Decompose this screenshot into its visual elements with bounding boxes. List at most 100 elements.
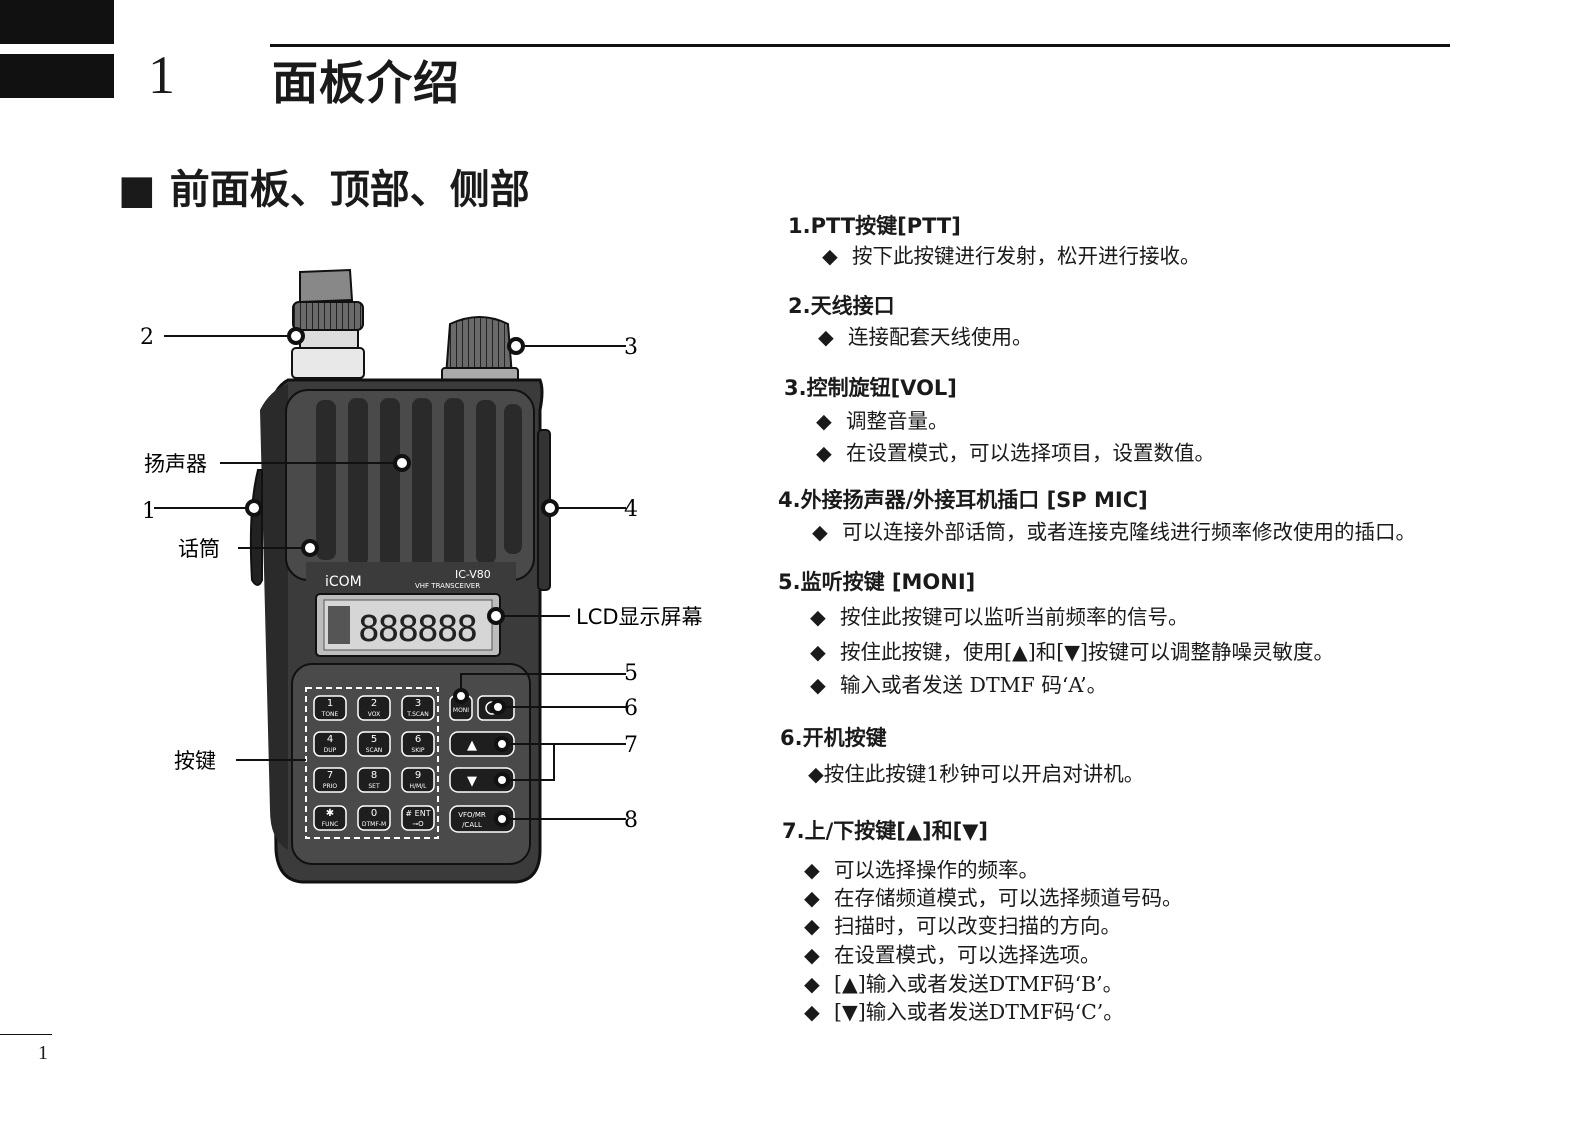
chapter-tab-bottom <box>0 54 114 98</box>
item-2-bullet-1: ◆连接配套天线使用。 <box>818 325 1033 349</box>
page-number: 1 <box>38 1042 48 1064</box>
callout-keypad: 按键 <box>174 749 216 773</box>
item-2-title: 2.天线接口 <box>788 294 895 318</box>
diamond-bullet-icon: ◆ <box>804 943 820 967</box>
diamond-bullet-icon: ◆ <box>804 972 820 996</box>
diamond-bullet-icon: ◆ <box>804 858 820 882</box>
callout-lcd: LCD显示屏幕 <box>576 605 703 629</box>
svg-text:SKIP: SKIP <box>411 747 425 754</box>
svg-text:VFO/MR: VFO/MR <box>458 811 486 819</box>
callout-speaker: 扬声器 <box>144 452 207 476</box>
callout-mic: 话筒 <box>178 537 220 561</box>
diamond-bullet-icon: ◆ <box>810 673 826 697</box>
item-5-bullet-3: ◆输入或者发送 DTMF 码‘A’。 <box>810 673 1108 697</box>
diamond-bullet-icon: ◆ <box>816 441 832 465</box>
model-subtitle: VHF TRANSCEIVER <box>415 582 480 590</box>
leader-lines <box>154 327 626 827</box>
footer-rule <box>0 1034 52 1035</box>
moni-key: MONI <box>449 695 473 721</box>
brand-logo: iCOM <box>325 574 362 590</box>
svg-text:9: 9 <box>415 770 421 781</box>
diamond-bullet-icon: ◆ <box>822 244 838 268</box>
diamond-bullet-icon: ◆ <box>810 605 826 629</box>
item-5-bullet-2: ◆按住此按键，使用[▲]和[▼]按键可以调整静噪灵敏度。 <box>810 640 1335 664</box>
radio-figure: iCOM IC-V80 VHF TRANSCEIVER 888888 1TONE… <box>140 268 703 884</box>
item-7-bullet-6: ◆[▼]输入或者发送DTMF码‘C’。 <box>804 1000 1124 1024</box>
svg-text:VOX: VOX <box>368 711 380 718</box>
diamond-bullet-icon: ◆ <box>810 640 826 664</box>
svg-text:PRIO: PRIO <box>323 783 338 790</box>
svg-text:SET: SET <box>368 783 380 790</box>
item-6-bullet-1: ◆按住此按键1秒钟可以开启对讲机。 <box>808 762 1145 786</box>
diamond-bullet-icon: ◆ <box>812 520 828 544</box>
item-7-bullet-3: ◆扫描时，可以改变扫描的方向。 <box>804 914 1121 938</box>
model-label: IC-V80 <box>455 568 491 581</box>
item-5-title: 5.监听按键 [MONI] <box>778 570 976 594</box>
svg-text:MONI: MONI <box>453 707 469 714</box>
diamond-bullet-icon: ◆ <box>818 325 834 349</box>
diamond-bullet-icon: ◆ <box>804 914 820 938</box>
item-7-bullet-2: ◆在存储频道模式，可以选择频道号码。 <box>804 886 1183 910</box>
svg-text:▲: ▲ <box>467 738 477 753</box>
callout-8: 8 <box>624 808 638 833</box>
svg-text:DUP: DUP <box>324 747 337 754</box>
item-5-bullet-1: ◆按住此按键可以监听当前频率的信号。 <box>810 605 1189 629</box>
chapter-tab-top <box>0 0 114 44</box>
item-4-title: 4.外接扬声器/外接耳机插口 [SP MIC] <box>778 488 1148 512</box>
chapter-title: 面板介绍 <box>272 56 460 110</box>
callout-6: 6 <box>624 696 638 721</box>
svg-text:3: 3 <box>415 698 421 709</box>
item-3-bullet-1: ◆调整音量。 <box>816 409 949 433</box>
diamond-bullet-icon: ◆ <box>804 1000 820 1024</box>
item-6-title: 6.开机按键 <box>780 726 887 750</box>
item-7-title: 7.上/下按键[▲]和[▼] <box>782 819 988 843</box>
svg-text:6: 6 <box>415 734 421 745</box>
svg-text:⊸O: ⊸O <box>412 820 424 828</box>
svg-text:888888: 888888 <box>358 609 476 650</box>
item-7-bullet-1: ◆可以选择操作的频率。 <box>804 858 1039 882</box>
svg-text:# ENT: # ENT <box>405 809 430 818</box>
svg-text:DTMF-M: DTMF-M <box>362 821 386 828</box>
svg-text:T.SCAN: T.SCAN <box>406 711 428 718</box>
item-1-bullet-1: ◆按下此按键进行发射，松开进行接收。 <box>822 244 1201 268</box>
callout-1: 1 <box>142 499 156 524</box>
svg-text:/CALL: /CALL <box>462 821 482 829</box>
key-3: 3T.SCAN <box>401 695 435 721</box>
diamond-bullet-icon: ◆ <box>804 886 820 910</box>
item-4-bullet-1: ◆可以连接外部话筒，或者连接克隆线进行频率修改使用的插口。 <box>812 520 1416 544</box>
volume-knob <box>441 316 519 385</box>
diamond-bullet-icon: ◆ <box>808 762 824 786</box>
svg-text:8: 8 <box>371 770 377 781</box>
svg-text:2: 2 <box>371 698 377 709</box>
callout-3: 3 <box>624 335 638 360</box>
svg-text:TONE: TONE <box>321 711 339 718</box>
key-9: 9H/M/L <box>401 767 435 793</box>
callout-5: 5 <box>624 661 638 686</box>
svg-text:FUNC: FUNC <box>322 821 339 828</box>
section-title: ■ 前面板、顶部、侧部 <box>118 167 530 213</box>
chapter-number: 1 <box>148 45 175 105</box>
key-star: ✱FUNC <box>313 805 347 831</box>
callout-4: 4 <box>624 497 638 522</box>
svg-text:5: 5 <box>371 734 377 745</box>
item-1-title: 1.PTT按键[PTT] <box>788 214 961 238</box>
item-3-bullet-2: ◆在设置模式，可以选择项目，设置数值。 <box>816 441 1215 465</box>
key-hash: # ENT ⊸O <box>401 805 435 831</box>
header-rule <box>270 44 1450 47</box>
item-7-bullet-5: ◆[▲]输入或者发送DTMF码‘B’。 <box>804 972 1124 996</box>
antenna <box>291 268 365 379</box>
diamond-bullet-icon: ◆ <box>816 409 832 433</box>
svg-text:SCAN: SCAN <box>366 747 383 754</box>
svg-text:7: 7 <box>327 770 333 781</box>
svg-text:▼: ▼ <box>467 774 477 789</box>
svg-text:0: 0 <box>371 808 377 819</box>
item-3-title: 3.控制旋钮[VOL] <box>784 376 957 400</box>
svg-text:H/M/L: H/M/L <box>409 783 427 790</box>
